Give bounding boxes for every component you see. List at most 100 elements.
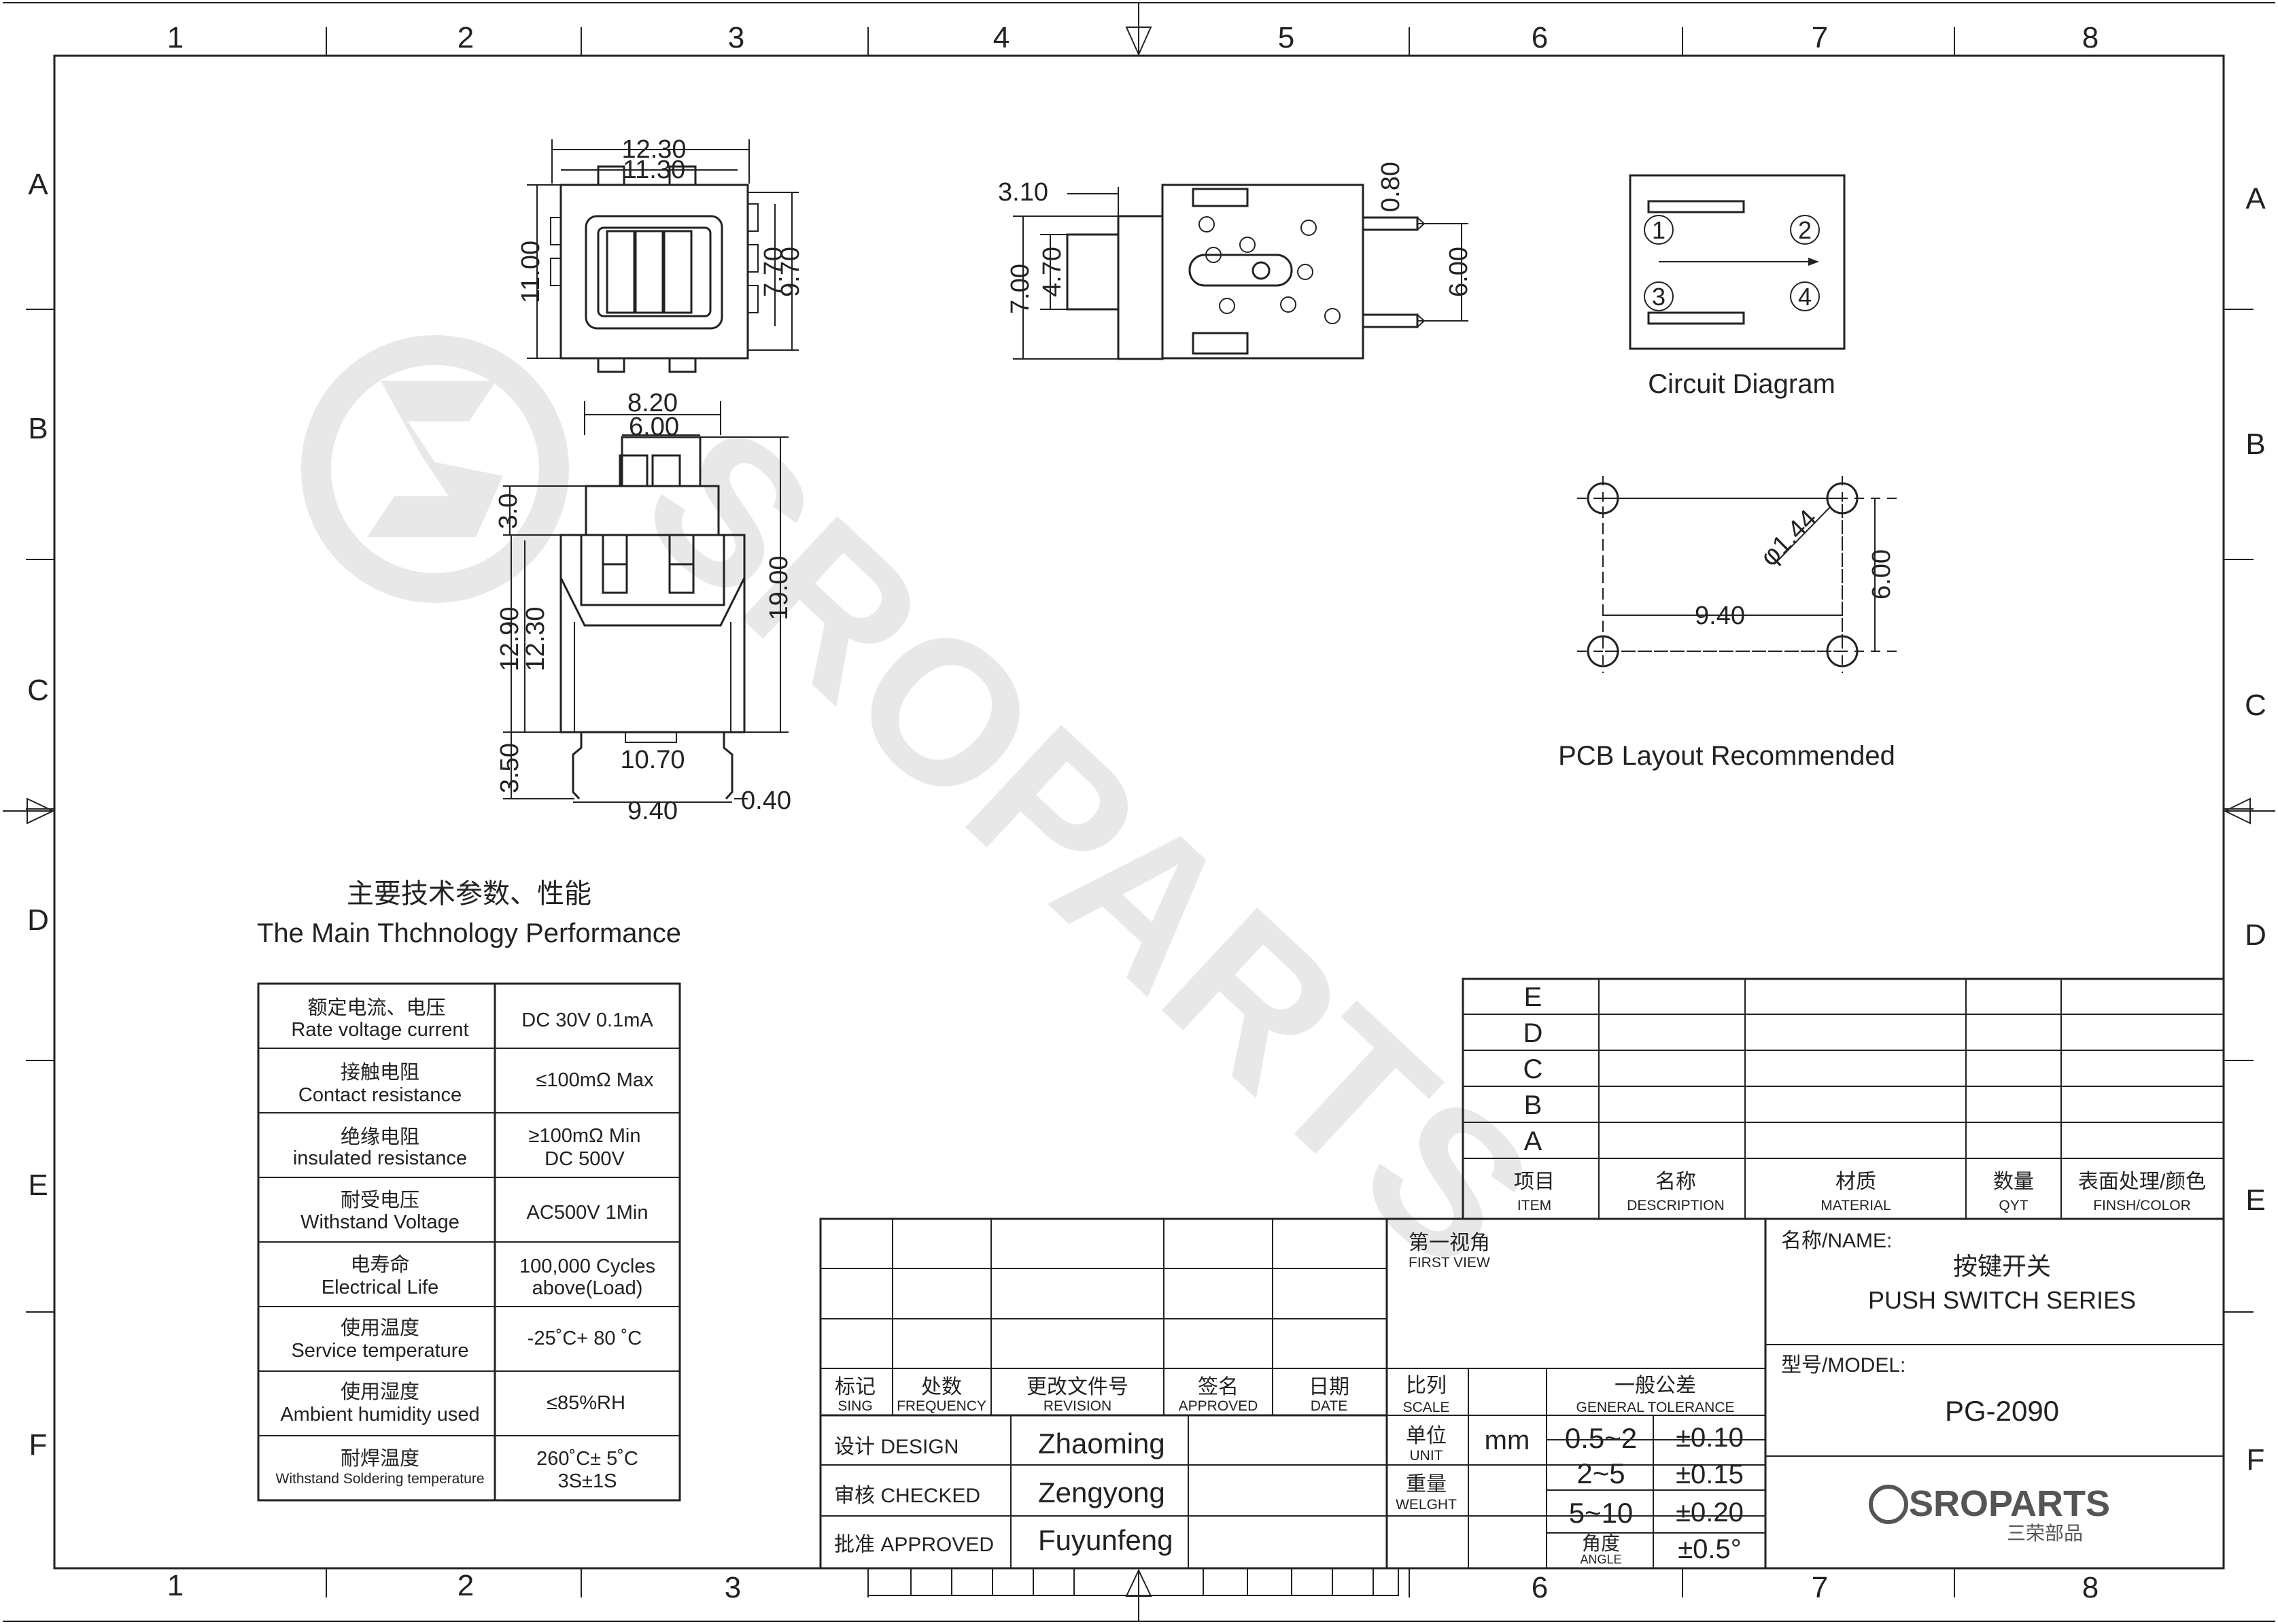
perf-param-en: Withstand Voltage bbox=[300, 1211, 460, 1233]
checked-role: 审核 CHECKED bbox=[834, 1485, 980, 1507]
perf-param-cn: 使用湿度 bbox=[341, 1381, 419, 1403]
logo-text: SROPARTS bbox=[1909, 1483, 2110, 1524]
pin-label: 1 bbox=[1652, 216, 1666, 244]
design-role: 设计 DESIGN bbox=[834, 1436, 959, 1458]
scale-en: SCALE bbox=[1403, 1400, 1450, 1415]
row-label: F bbox=[29, 1428, 48, 1462]
row-label: E bbox=[2245, 1184, 2265, 1217]
perf-param-cn: 电寿命 bbox=[350, 1254, 409, 1276]
row-label: F bbox=[2247, 1443, 2265, 1476]
dim-side-height-b: 4.70 bbox=[1038, 247, 1067, 297]
unit-cn: 单位 bbox=[1406, 1425, 1447, 1447]
col-label: 5 bbox=[1278, 21, 1294, 54]
perf-value: -25˚C+ 80 ˚C bbox=[528, 1328, 642, 1349]
checker-name: Zengyong bbox=[1038, 1476, 1165, 1508]
col-label: 2 bbox=[458, 1569, 474, 1602]
approver-name: Fuyunfeng bbox=[1038, 1524, 1173, 1556]
bom-header-en: MATERIAL bbox=[1820, 1198, 1891, 1213]
col-label: 8 bbox=[2082, 1571, 2099, 1604]
performance-title-en: The Main Thchnology Performance bbox=[257, 918, 681, 948]
performance-title-cn: 主要技术参数、性能 bbox=[347, 879, 591, 909]
perf-param-cn: 绝缘电阻 bbox=[341, 1126, 419, 1148]
bom-header-cn: 表面处理/颜色 bbox=[2078, 1171, 2206, 1193]
col-label: 3 bbox=[728, 21, 744, 54]
title-header-en: APPROVED bbox=[1179, 1398, 1258, 1414]
weight-cn: 重量 bbox=[1406, 1473, 1447, 1496]
dim-width-inner: 11.30 bbox=[623, 156, 685, 184]
perf-param-cn: 使用温度 bbox=[341, 1317, 419, 1339]
dim-cap-height: 3.0 bbox=[494, 494, 523, 530]
revision-row-label: D bbox=[1523, 1018, 1543, 1048]
col-label: 4 bbox=[993, 21, 1009, 54]
tolerance-en: GENERAL TOLERANCE bbox=[1576, 1400, 1734, 1415]
revision-row-label: B bbox=[1524, 1090, 1542, 1120]
dim-side-pin-pitch: 6.00 bbox=[1445, 247, 1473, 297]
bom-header-en: FINSH/COLOR bbox=[2093, 1198, 2191, 1213]
col-label: 1 bbox=[167, 1569, 184, 1602]
col-label: 7 bbox=[1812, 1571, 1828, 1604]
pcb-pitch-y: 6.00 bbox=[1867, 549, 1896, 600]
col-label: 1 bbox=[167, 21, 184, 54]
tolerance-value: ±0.10 bbox=[1676, 1423, 1744, 1453]
row-label: C bbox=[2245, 689, 2266, 722]
bom-header-en: QYT bbox=[1999, 1198, 2028, 1213]
col-label: 3 bbox=[725, 1571, 741, 1604]
title-header-cn: 处数 bbox=[921, 1376, 962, 1398]
col-label: 2 bbox=[458, 21, 474, 54]
unit-value: mm bbox=[1485, 1426, 1530, 1455]
dim-body-height-a: 12.90 bbox=[496, 606, 524, 671]
revision-row-label: C bbox=[1523, 1054, 1543, 1084]
tolerance-value: ±0.20 bbox=[1676, 1498, 1744, 1527]
title-header-cn: 签名 bbox=[1198, 1376, 1239, 1398]
dim-pin-width: 0.40 bbox=[741, 787, 791, 815]
title-header-en: SING bbox=[838, 1398, 872, 1414]
dim-height-outer: 9.70 bbox=[776, 247, 805, 297]
perf-param-en: Electrical Life bbox=[322, 1277, 438, 1298]
angle-en: ANGLE bbox=[1580, 1553, 1621, 1566]
angle-cn: 角度 bbox=[1582, 1533, 1620, 1554]
revision-row-label: A bbox=[1524, 1126, 1542, 1156]
perf-value-2: 3S±1S bbox=[558, 1470, 617, 1492]
logo-subtext: 三荣部品 bbox=[2007, 1523, 2083, 1544]
bom-header-cn: 项目 bbox=[1514, 1171, 1555, 1193]
perf-value: ≥100mΩ Min bbox=[529, 1125, 641, 1147]
pcb-layout: 9.40 6.00 φ1.44 PCB Layout Recommended bbox=[1558, 476, 1897, 771]
perf-param-cn: 接触电阻 bbox=[341, 1061, 419, 1084]
col-label: 8 bbox=[2082, 21, 2099, 54]
dim-side-height-a: 7.00 bbox=[1006, 264, 1035, 314]
row-label: A bbox=[28, 168, 48, 201]
perf-param-cn: 耐受电压 bbox=[341, 1189, 419, 1211]
product-name-en: PUSH SWITCH SERIES bbox=[1868, 1286, 2136, 1314]
perf-value: ≤100mΩ Max bbox=[536, 1069, 654, 1091]
model-label: 型号/MODEL: bbox=[1781, 1354, 1905, 1377]
title-header-cn: 日期 bbox=[1309, 1376, 1349, 1398]
perf-value: 100,000 Cycles bbox=[519, 1256, 655, 1277]
row-label: B bbox=[2245, 428, 2265, 461]
title-header-en: REVISION bbox=[1043, 1398, 1111, 1414]
perf-param-en: Contact resistance bbox=[298, 1084, 462, 1106]
row-label: C bbox=[27, 674, 49, 707]
perf-param-en: insulated resistance bbox=[293, 1147, 467, 1169]
name-label: 名称/NAME: bbox=[1781, 1230, 1892, 1252]
pcb-hole-diameter: φ1.44 bbox=[1755, 504, 1823, 572]
dim-pin-length: 3.50 bbox=[496, 743, 524, 793]
col-label: 6 bbox=[1532, 1571, 1548, 1604]
tolerance-range: 0.5~2 bbox=[1565, 1422, 1637, 1454]
dim-body-height-b: 12.30 bbox=[521, 606, 550, 671]
bom-header-en: DESCRIPTION bbox=[1627, 1198, 1725, 1213]
title-header-en: FREQUENCY bbox=[897, 1398, 986, 1414]
company-logo: SROPARTS 三荣部品 bbox=[1869, 1483, 2110, 1544]
tolerance-value: ±0.15 bbox=[1676, 1459, 1744, 1489]
model-number: PG-2090 bbox=[1945, 1395, 2059, 1427]
row-label: D bbox=[2245, 918, 2266, 952]
zone-labels: 1 2 3 4 5 6 7 8 1 2 3 6 7 8 A B C D E F … bbox=[27, 21, 2266, 1604]
dim-total-height: 19.00 bbox=[765, 555, 793, 620]
dim-side-pin-width: 0.80 bbox=[1377, 162, 1405, 212]
revision-table: E D C B A 项目 ITEM 名称 DESCRIPTION 材质 MATE… bbox=[1462, 978, 2225, 1220]
dim-height: 11.00 bbox=[517, 241, 545, 303]
perf-value: ≤85%RH bbox=[547, 1392, 625, 1414]
row-label: B bbox=[28, 412, 48, 445]
first-view-en: FIRST VIEW bbox=[1409, 1255, 1490, 1271]
top-view: 12.30 11.30 11.00 7.70 9.70 bbox=[517, 135, 805, 373]
